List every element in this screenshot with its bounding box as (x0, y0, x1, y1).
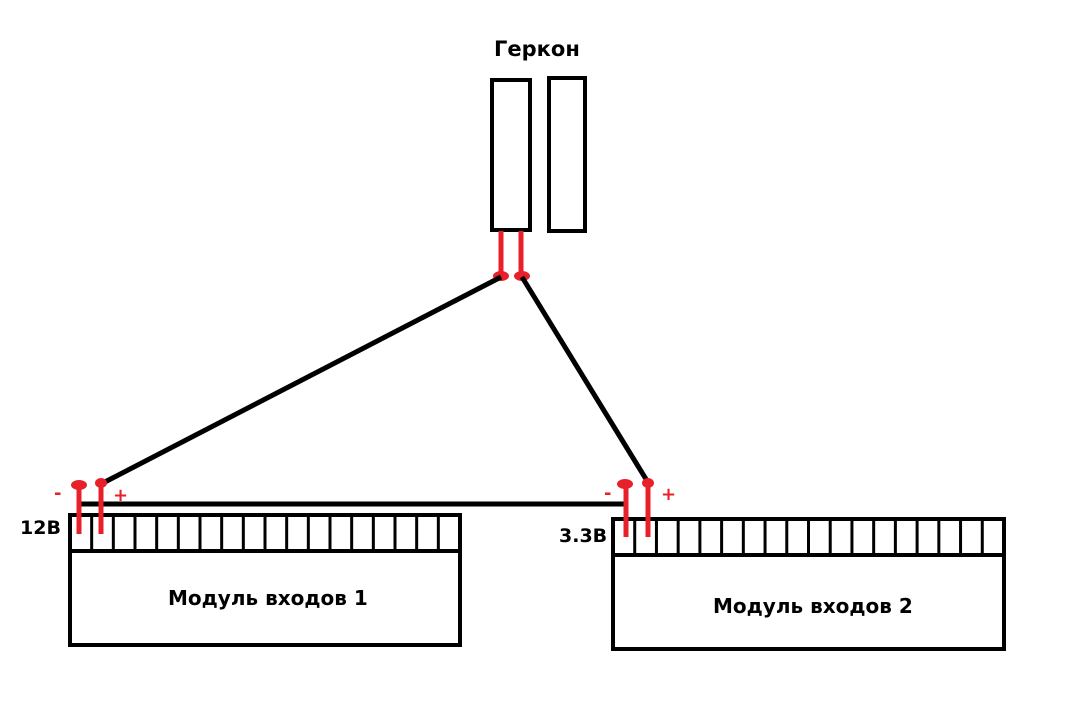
module2-terminal-strip (633, 521, 984, 555)
module1 (68, 478, 462, 647)
reed-switch-left-contact (490, 78, 532, 232)
module2-minus-sign: - (604, 483, 612, 504)
module1-terminal-minus (71, 480, 87, 490)
reed-switch-right-contact (547, 76, 587, 233)
module1-minus-sign: - (54, 483, 62, 504)
module2-body (611, 517, 1006, 651)
module1-terminal-plus (95, 478, 107, 488)
module2-terminal-plus (642, 478, 654, 488)
reed-switch (490, 76, 587, 281)
module1-title: Модуль входов 1 (168, 586, 368, 610)
module2-title: Модуль входов 2 (713, 594, 913, 618)
wire-reed-to-module2-plus (519, 275, 652, 486)
module2-plus-sign: + (661, 484, 677, 505)
module1-terminal-strip (90, 517, 440, 551)
wire-reed-to-module1-plus (99, 274, 503, 487)
module2 (611, 478, 1006, 651)
reed-switch-terminal-right (514, 271, 530, 281)
module2-terminal-minus (617, 479, 633, 489)
module1-voltage-label: 12В (20, 517, 61, 539)
module1-plus-sign: + (113, 485, 129, 506)
reed-switch-label: Геркон (494, 37, 580, 61)
module1-body (68, 513, 462, 647)
module2-voltage-label: 3.3В (559, 525, 608, 547)
